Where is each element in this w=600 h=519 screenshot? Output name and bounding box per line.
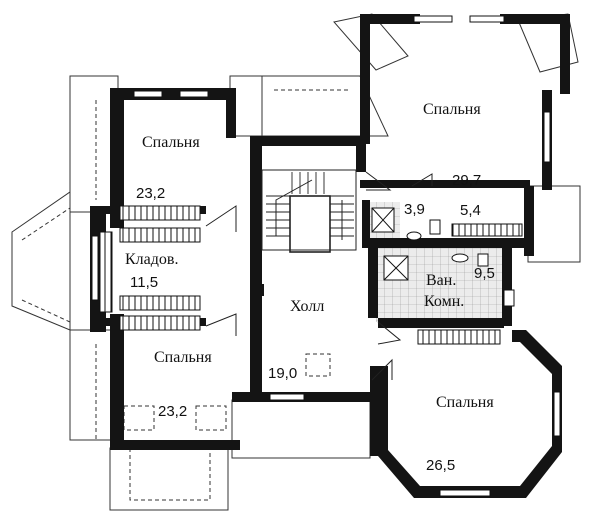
windows [91,15,561,497]
room-area-storage: 11,5 [130,274,159,291]
room-area-hall: 19,0 [268,365,298,382]
room-area-wc-small: 3,9 [404,201,425,218]
room-name-bedroom-right-top: Спальня [423,101,481,118]
plumbing-fixtures [371,207,515,307]
room-name-bedroom-octagon: Спальня [436,394,494,411]
room-area-bedroom-left-bottom: 23,2 [158,403,188,420]
bottom-left-bay [109,405,229,511]
room-name-bedroom-left-bottom: Спальня [154,349,212,366]
room-area-bedroom-right-top: 29,7 [452,172,482,189]
room-name-storage: Кладов. [125,251,179,268]
room-area-bedroom-octagon: 26,5 [426,457,456,474]
staircase [261,169,357,253]
room-name-bathroom-line2: Комн. [424,293,465,310]
room-area-bathroom: 9,5 [474,265,495,282]
room-name-bedroom-left-top: Спальня [142,134,200,151]
room-area-bedroom-left-top: 23,2 [136,185,166,202]
room-area-closet-small: 5,4 [460,202,481,219]
room-name-hall: Холл [290,298,325,315]
doors [205,171,433,381]
closet-shelves [99,205,523,345]
room-name-bathroom-line1: Ван. [426,272,457,289]
